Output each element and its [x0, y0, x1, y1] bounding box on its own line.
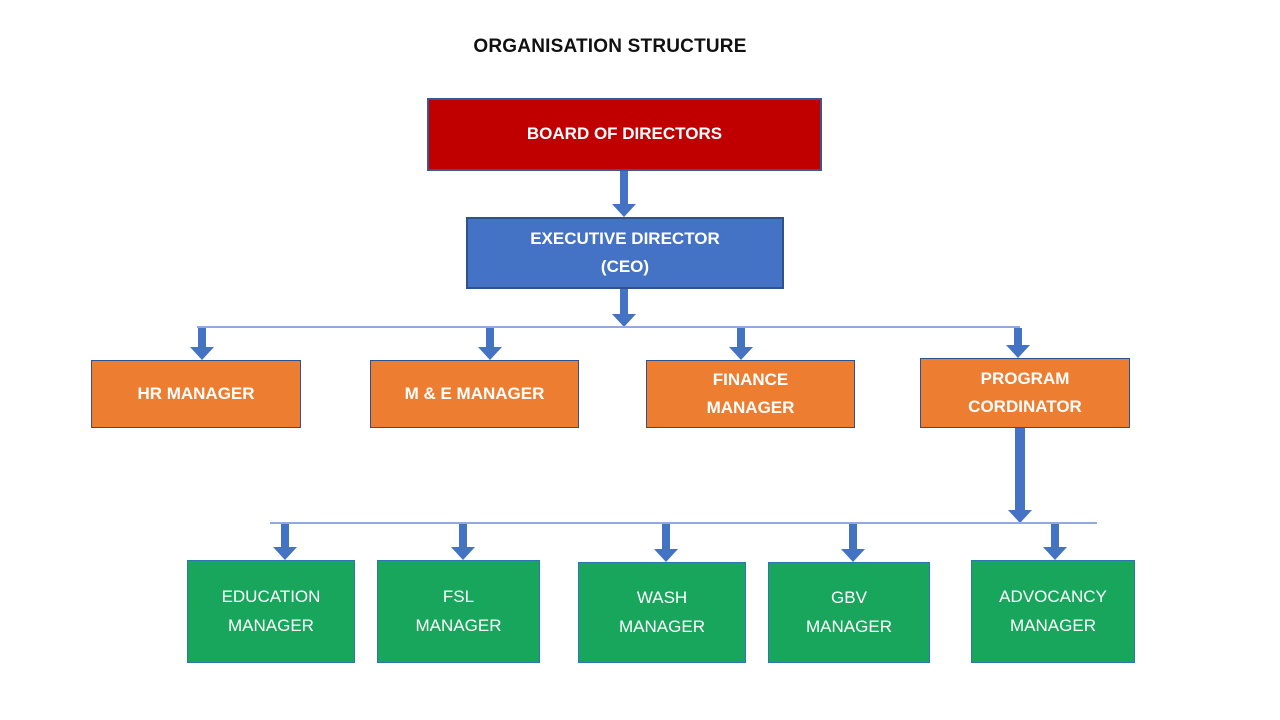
connector-arrow-to-wash-manager — [654, 524, 678, 562]
page-title: ORGANISATION STRUCTURE — [473, 36, 747, 57]
connector-arrow-to-fsl-manager — [451, 524, 475, 560]
node-fsl-manager: FSL MANAGER — [377, 560, 540, 663]
connector-rail-level3 — [270, 522, 1097, 524]
connector-rail-level2 — [197, 326, 1020, 328]
node-me-manager: M & E MANAGER — [370, 360, 579, 428]
connector-arrow-to-gbv-manager — [841, 524, 865, 562]
node-gbv-manager: GBV MANAGER — [768, 562, 930, 663]
connector-arrow-board-to-executive — [612, 171, 636, 217]
connector-arrow-executive-to-rail — [612, 289, 636, 327]
connector-arrow-to-hr-manager — [190, 328, 214, 360]
connector-arrow-to-advocancy-manager — [1043, 524, 1067, 560]
node-education-manager: EDUCATION MANAGER — [187, 560, 355, 663]
node-hr-manager: HR MANAGER — [91, 360, 301, 428]
node-wash-manager: WASH MANAGER — [578, 562, 746, 663]
node-executive-director-ceo: EXECUTIVE DIRECTOR (CEO) — [466, 217, 784, 289]
node-advocancy-manager: ADVOCANCY MANAGER — [971, 560, 1135, 663]
connector-arrow-to-finance-manager — [729, 328, 753, 360]
connector-arrow-to-me-manager — [478, 328, 502, 360]
connector-arrow-to-education-manager — [273, 524, 297, 560]
node-board-of-directors: BOARD OF DIRECTORS — [427, 98, 822, 171]
node-finance-manager: FINANCE MANAGER — [646, 360, 855, 428]
connector-arrow-program-to-rail — [1008, 428, 1032, 523]
connector-arrow-to-program-cordinator — [1006, 328, 1030, 358]
node-program-cordinator: PROGRAM CORDINATOR — [920, 358, 1130, 428]
